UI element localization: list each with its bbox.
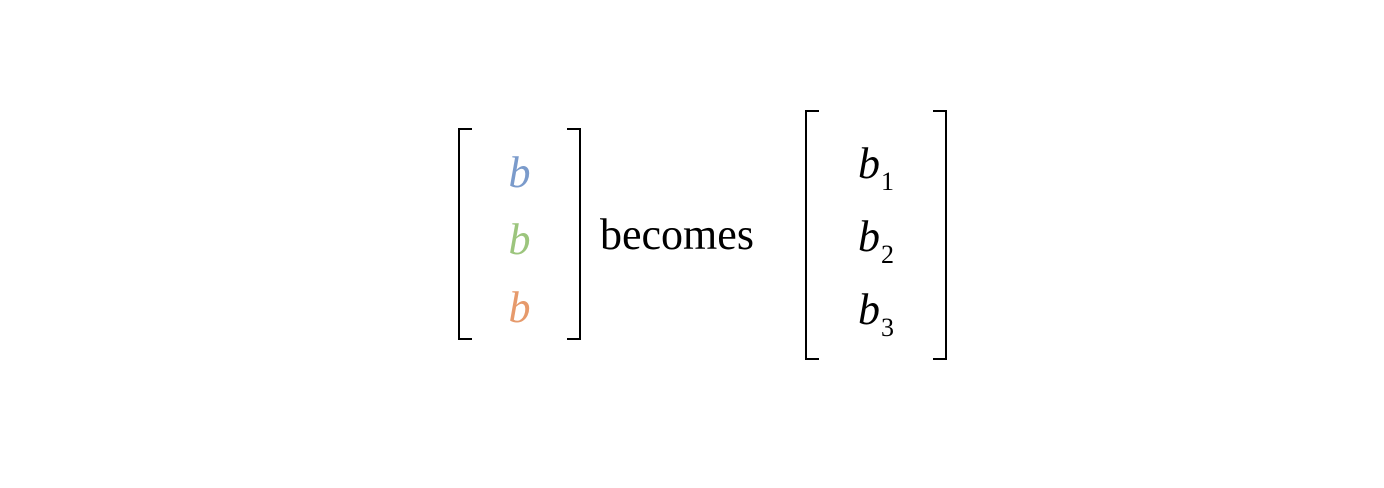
right-matrix-entry-2-subscript: 2 bbox=[881, 240, 894, 269]
right-matrix-entry-3-symbol: b bbox=[858, 285, 880, 334]
right-matrix-close-bracket bbox=[933, 110, 947, 360]
right-matrix-entry-2-symbol: b bbox=[858, 212, 880, 261]
left-matrix-entry-2: b bbox=[458, 218, 581, 262]
left-matrix-entry-1: b bbox=[458, 151, 581, 195]
right-matrix-entry-3: b3 bbox=[805, 285, 947, 341]
right-matrix-open-bracket bbox=[805, 110, 819, 360]
right-matrix-entry-3-subscript: 3 bbox=[881, 313, 894, 342]
left-matrix-entry-3-symbol: b bbox=[508, 283, 531, 332]
right-matrix-entry-1-symbol: b bbox=[858, 139, 880, 188]
right-matrix: b1 b2 b3 bbox=[805, 110, 947, 360]
right-matrix-entry-2: b2 bbox=[805, 212, 947, 268]
left-matrix-entry-2-symbol: b bbox=[508, 215, 531, 264]
right-matrix-entry-1-subscript: 1 bbox=[881, 167, 894, 196]
left-matrix: b b b bbox=[458, 128, 581, 340]
left-matrix-entry-1-symbol: b bbox=[508, 148, 531, 197]
left-matrix-close-bracket bbox=[567, 128, 581, 340]
left-matrix-open-bracket bbox=[458, 128, 472, 340]
left-matrix-entry-3: b bbox=[458, 286, 581, 330]
right-matrix-entry-1: b1 bbox=[805, 139, 947, 195]
becomes-label: becomes bbox=[600, 210, 754, 259]
